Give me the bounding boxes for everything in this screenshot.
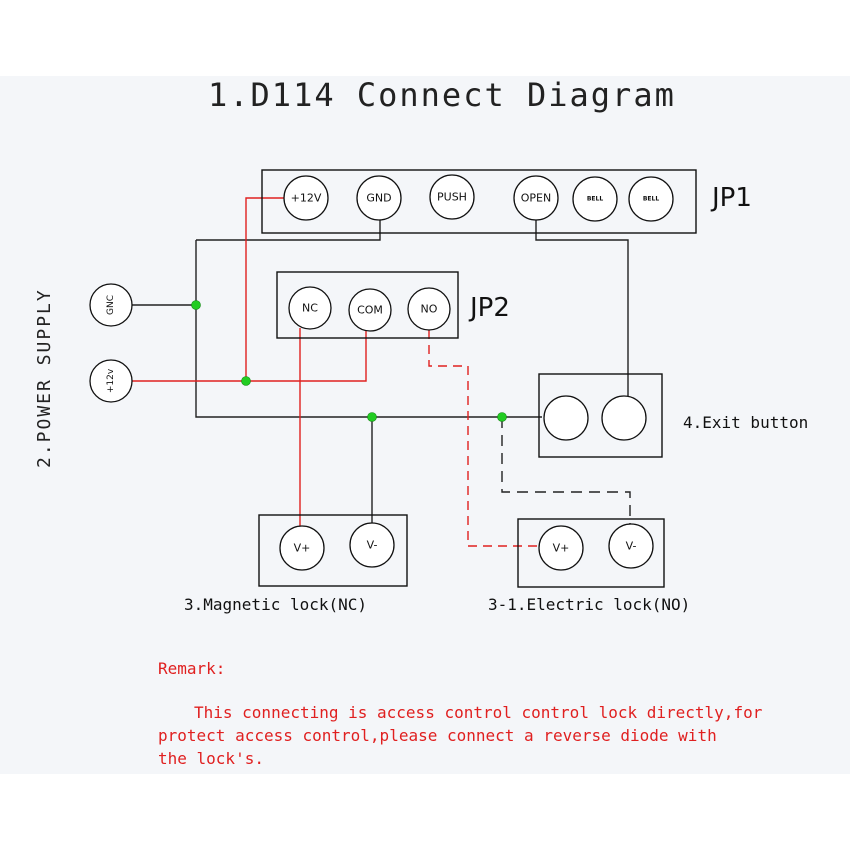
psu-terminal-12v-label: +12v <box>106 368 116 393</box>
electric-lock-terminal-vneg <box>608 523 654 569</box>
exit-button-contact-1 <box>543 395 589 441</box>
jp1-label: JP1 <box>710 183 752 213</box>
magnetic-lock-terminal-vpos <box>279 525 325 571</box>
psu-terminal-12v <box>89 359 133 403</box>
jp1-terminal-12v <box>283 175 329 221</box>
jp1-block <box>261 169 697 234</box>
wire-12v-com <box>132 330 367 382</box>
magnetic-lock-label: 3.Magnetic lock(NC) <box>184 595 367 614</box>
jp2-terminal-nc <box>288 286 332 330</box>
junction-mag-vneg <box>367 412 377 422</box>
jp2-terminal-no <box>407 287 451 331</box>
jp1-terminal-gnd-label: GND <box>366 192 391 205</box>
exit-button-label: 4.Exit button <box>683 413 808 432</box>
wire-ground-rail <box>195 240 542 418</box>
wire-gnd <box>196 216 381 241</box>
electric-lock-terminal-vneg-label: V- <box>626 540 637 553</box>
jp2-label: JP2 <box>468 293 510 323</box>
power-supply-label: 2.POWER SUPPLY <box>34 288 55 468</box>
jp2-terminal-com-label: COM <box>357 304 383 317</box>
psu-terminal-gnc-label: GNC <box>106 295 116 315</box>
exit-button-contact-2 <box>601 395 647 441</box>
jp1-terminal-bell-1-label: BELL <box>587 196 603 203</box>
jp1-terminal-push-label: PUSH <box>437 191 467 204</box>
electric-lock-terminal-vpos-label: V+ <box>553 542 570 555</box>
remark-line-1: This connecting is access control contro… <box>194 703 763 722</box>
electric-lock-block <box>517 518 665 588</box>
jp1-terminal-open-label: OPEN <box>521 192 551 205</box>
magnetic-lock-terminal-vpos-label: V+ <box>294 542 311 555</box>
remark-line-3: the lock's. <box>158 749 264 768</box>
jp2-terminal-nc-label: NC <box>302 302 318 315</box>
exit-button-block <box>538 373 663 458</box>
jp1-terminal-open <box>513 175 559 221</box>
jp1-terminal-bell-2 <box>628 176 674 222</box>
wire-12v-jp1 <box>245 197 296 381</box>
electric-lock-label: 3-1.Electric lock(NO) <box>488 595 690 614</box>
jp2-terminal-no-label: NO <box>421 303 438 316</box>
remark-line-2: protect access control,please connect a … <box>158 726 717 745</box>
jp2-block <box>276 271 459 339</box>
jp1-terminal-12v-label: +12V <box>291 192 322 205</box>
wire-elec-vneg <box>501 417 631 524</box>
remark-heading: Remark: <box>158 659 225 678</box>
junction-exit <box>497 412 507 422</box>
magnetic-lock-terminal-vneg <box>349 522 395 568</box>
psu-terminal-gnc <box>89 283 133 327</box>
junction-12v <box>241 376 251 386</box>
jp1-terminal-gnd <box>356 175 402 221</box>
jp2-terminal-com <box>348 288 392 332</box>
diagram-title: 1.D114 Connect Diagram <box>208 76 676 114</box>
magnetic-lock-block <box>258 514 408 587</box>
diagram-panel <box>0 76 850 774</box>
jp1-terminal-push <box>429 174 475 220</box>
wire-no-elec <box>428 330 540 547</box>
magnetic-lock-terminal-vneg-label: V- <box>367 539 378 552</box>
jp1-terminal-bell-1 <box>572 176 618 222</box>
jp1-terminal-bell-2-label: BELL <box>643 196 659 203</box>
electric-lock-terminal-vpos <box>538 525 584 571</box>
junction-gnc <box>191 300 201 310</box>
wire-open <box>535 216 629 398</box>
